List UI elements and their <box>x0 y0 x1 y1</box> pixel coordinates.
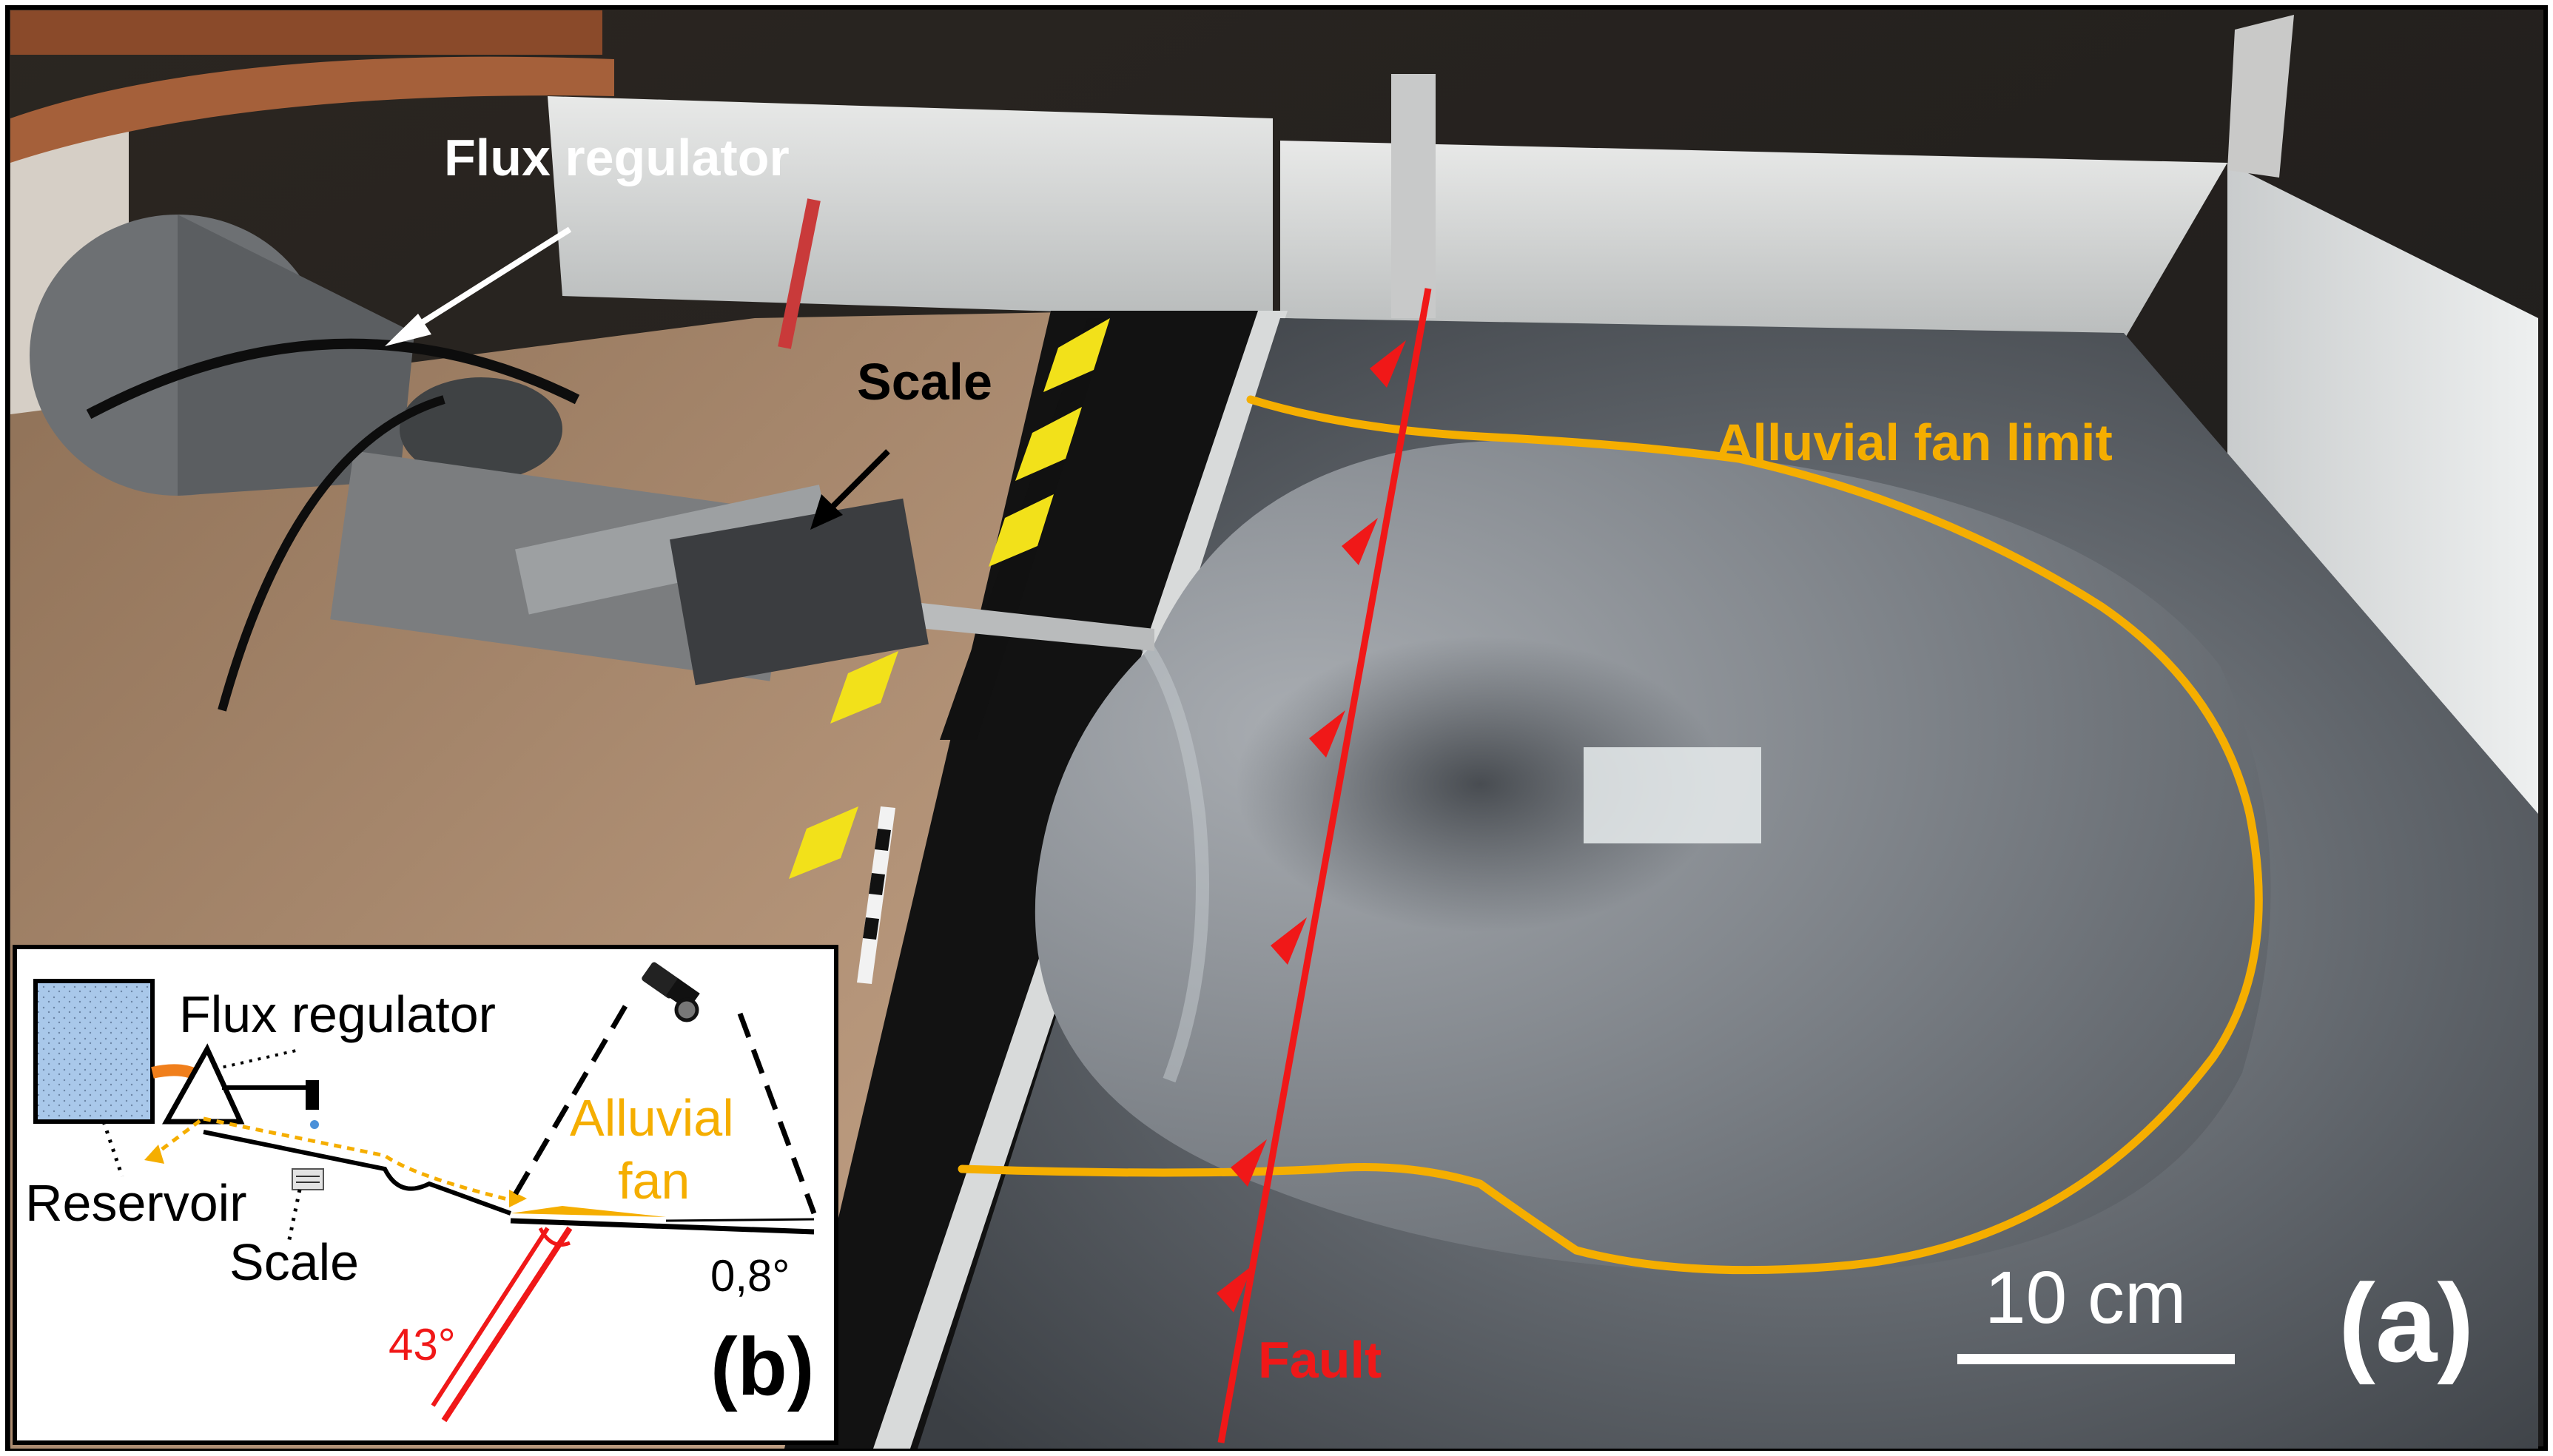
regulator-nozzle <box>306 1080 319 1110</box>
water-drop <box>310 1120 319 1129</box>
bed-slope-marker <box>665 1218 815 1222</box>
label-fault: Fault <box>1258 1331 1382 1389</box>
top-rail <box>1391 74 1436 318</box>
inset-panel: Flux regulator Alluvial fan Reservoir Sc… <box>13 945 838 1445</box>
copper-pipe <box>10 10 602 55</box>
fault-trace <box>1217 288 1432 1443</box>
fault-tooth <box>1342 518 1378 565</box>
feeder-channel <box>1134 632 1209 1083</box>
scale-bar-label: 10 cm <box>1985 1256 2186 1339</box>
water-glare <box>1584 747 1761 843</box>
camera-icon <box>642 962 700 1022</box>
inset-fault <box>441 1226 573 1423</box>
flux-regulator-device <box>30 198 929 712</box>
inlet-pipe <box>888 599 1154 651</box>
flow-path <box>203 1116 511 1202</box>
feeding-ramp <box>203 1130 512 1216</box>
flux-regulator-arrow <box>385 226 572 346</box>
inset-label-flux-regulator: Flux regulator <box>179 985 496 1043</box>
scale-arrow <box>810 449 890 530</box>
fault-tooth <box>1231 1139 1267 1187</box>
inset-fault-offset <box>431 1227 550 1407</box>
panel-label-a: (a) <box>2338 1261 2474 1385</box>
experimental-bed <box>510 1218 815 1235</box>
back-wall-right <box>1280 141 2227 340</box>
reservoir-tank <box>33 979 155 1124</box>
flow-arrow-right <box>509 1190 527 1207</box>
fan-deposit <box>511 1206 666 1217</box>
inset-label-fan: fan <box>618 1152 690 1210</box>
camera-view-right <box>737 1012 817 1215</box>
inset-label-angle-slope: 0,8° <box>710 1251 790 1301</box>
flow-split <box>154 1119 201 1156</box>
dark-flow-zone <box>1236 636 1724 932</box>
inset-label-scale: Scale <box>229 1233 359 1291</box>
photo-scale-ruler <box>857 806 895 984</box>
inset-scale-device <box>292 1168 324 1190</box>
fault-tooth <box>1217 1265 1253 1312</box>
alluvial-fan-limit-line <box>958 395 2263 1275</box>
inset-label-angle-fault: 43° <box>388 1320 456 1369</box>
flow-arrow-down <box>144 1145 164 1164</box>
panel-label-b: (b) <box>710 1321 814 1412</box>
fault-tooth <box>1271 917 1307 965</box>
label-scale: Scale <box>857 353 992 411</box>
label-alluvial-fan-limit: Alluvial fan limit <box>1715 414 2113 471</box>
fault-angle-arc <box>538 1227 571 1247</box>
pointer-reservoir <box>101 1121 124 1177</box>
fault-tooth <box>1309 710 1345 758</box>
copper-pipe-curve <box>10 56 614 163</box>
fault-tooth <box>1370 340 1406 388</box>
scale-bar <box>1957 1354 2235 1364</box>
inset-label-alluvial: Alluvial <box>570 1089 734 1147</box>
inset-label-reservoir: Reservoir <box>25 1174 247 1232</box>
right-frame-post <box>2227 15 2294 178</box>
label-flux-regulator: Flux regulator <box>444 129 790 186</box>
back-wall-left <box>548 96 1273 318</box>
